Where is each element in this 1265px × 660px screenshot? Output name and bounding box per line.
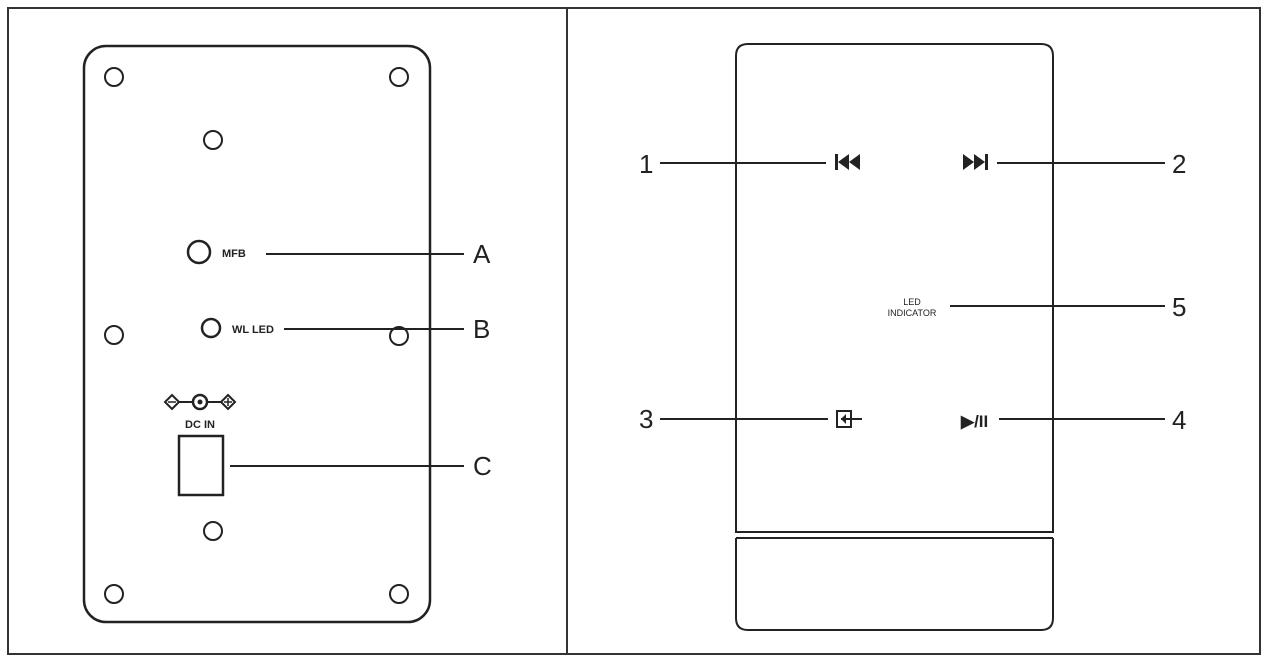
- screw-hole: [389, 326, 409, 346]
- input-source-icon: [836, 410, 862, 428]
- callout-b: B: [473, 314, 490, 344]
- mfb-label: MFB: [222, 248, 246, 260]
- screw-hole: [203, 521, 223, 541]
- rear-panel: MFB A WL LED B DC IN C: [82, 44, 492, 624]
- screw-hole: [104, 584, 124, 604]
- callout-a: A: [473, 239, 491, 269]
- top-panel-outline: [735, 43, 1054, 533]
- screw-hole: [389, 584, 409, 604]
- led-indicator-label-line2: INDICATOR: [888, 308, 937, 318]
- screw-hole: [389, 67, 409, 87]
- wl-led-label: WL LED: [232, 324, 274, 336]
- next-track-icon: [963, 154, 988, 170]
- wl-led: [200, 317, 222, 339]
- dc-in-label: DC IN: [185, 419, 215, 431]
- screw-hole: [203, 130, 223, 150]
- screw-hole: [104, 67, 124, 87]
- previous-track-icon: [835, 154, 860, 170]
- callout-3: 3: [639, 404, 653, 434]
- diagram-frame: [7, 7, 1261, 655]
- callout-4: 4: [1172, 405, 1186, 435]
- dc-polarity-icon: [163, 393, 237, 411]
- rear-panel-outline: [82, 44, 432, 624]
- callout-1: 1: [639, 149, 653, 179]
- screw-hole: [104, 325, 124, 345]
- top-panel: 1 2 LED INDICATOR 5 3 ▶/II 4: [639, 43, 1186, 631]
- callout-c: C: [473, 451, 492, 481]
- mfb-button: [186, 239, 212, 265]
- play-pause-icon: ▶/II: [960, 412, 988, 431]
- callout-5: 5: [1172, 292, 1186, 322]
- panel-base: [735, 538, 1054, 631]
- led-indicator-label-line1: LED: [903, 297, 921, 307]
- dc-in-port: [177, 434, 225, 497]
- callout-2: 2: [1172, 149, 1186, 179]
